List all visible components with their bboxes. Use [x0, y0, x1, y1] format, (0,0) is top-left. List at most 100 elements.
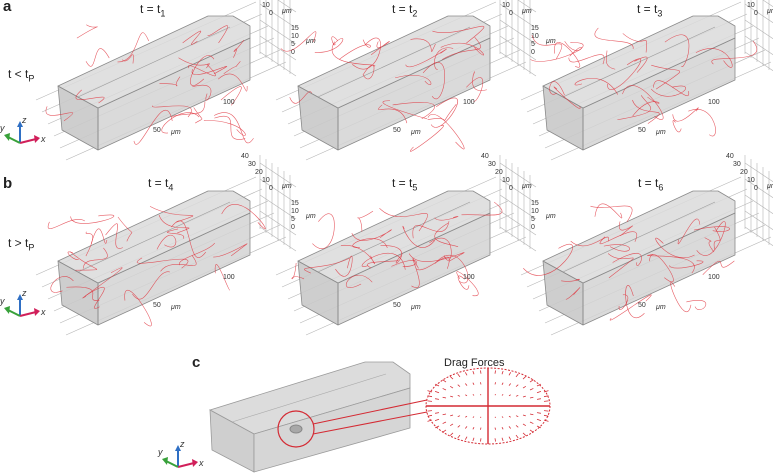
streamline — [672, 120, 682, 133]
streamline — [193, 107, 203, 124]
grid-line — [259, 194, 297, 220]
grid-line — [499, 19, 537, 45]
streamline — [570, 236, 609, 247]
drag-arrow — [442, 421, 447, 424]
drag-arrow — [449, 432, 454, 436]
tick-label-length: 100 — [223, 274, 235, 281]
tick-label-depth: 40 — [481, 153, 489, 160]
drag-arrow — [515, 394, 519, 397]
grid-line — [259, 178, 297, 204]
streamline — [440, 42, 484, 56]
tick-label-height: 5 — [291, 41, 295, 48]
tick-label-height: 15 — [531, 25, 539, 32]
drag-arrow — [501, 394, 504, 396]
grid-line — [744, 35, 773, 56]
drag-arrow — [501, 416, 504, 418]
drag-arrow — [427, 395, 433, 398]
drag-arrow — [508, 383, 511, 386]
grid-line — [259, 51, 297, 77]
streamline — [402, 226, 436, 248]
tick-label-length: 50 — [393, 127, 401, 134]
drag-arrow — [508, 372, 512, 376]
tick-label-depth: 20 — [255, 0, 263, 1]
grid-line — [744, 3, 773, 24]
streamline — [156, 234, 177, 250]
box-edge — [231, 373, 387, 423]
drag-arrow — [494, 438, 496, 442]
streamline — [357, 210, 374, 232]
streamline — [693, 226, 730, 232]
tick-label-depth: 20 — [740, 0, 748, 1]
streamline — [67, 251, 79, 260]
axis-triad-b: zxy — [0, 288, 46, 317]
drag-arrow — [529, 421, 534, 424]
unit-label: μm — [545, 213, 556, 220]
drag-arrow — [435, 398, 440, 400]
grid-line — [259, 226, 297, 252]
tick-label-length: 50 — [153, 302, 161, 309]
tick-label-depth: 0 — [269, 10, 273, 17]
drag-arrow — [480, 438, 482, 442]
streamline — [590, 205, 633, 223]
drag-arrow — [480, 393, 482, 396]
drag-arrow — [494, 427, 496, 430]
box-edge — [562, 201, 716, 273]
tick-label-depth: 30 — [733, 161, 741, 168]
tick-label-length: 100 — [463, 99, 475, 106]
streamline — [651, 64, 680, 90]
triad-y-axis — [165, 460, 179, 468]
streamline — [331, 36, 338, 46]
streamline — [90, 228, 108, 245]
streamline — [159, 76, 181, 87]
streamline — [190, 55, 215, 86]
unit-label: μm — [545, 38, 556, 45]
unit-label: μm — [766, 183, 773, 190]
triad-y-arrow — [4, 133, 10, 141]
streamline — [85, 286, 105, 309]
streamline — [686, 300, 707, 310]
drag-arrow — [494, 393, 496, 396]
drag-arrow — [536, 412, 541, 414]
drag-arrow — [536, 418, 542, 422]
streamline — [291, 262, 305, 280]
unit-label: μm — [170, 304, 181, 311]
particle — [289, 424, 303, 434]
tick-label-depth: 40 — [726, 153, 734, 160]
triad-y-label: y — [157, 447, 163, 457]
tick-label-depth: 20 — [255, 169, 263, 176]
unit-label: μm — [305, 38, 316, 45]
box-edge — [77, 26, 231, 98]
triad-z-arrow — [17, 121, 23, 127]
streamline — [456, 271, 479, 296]
drag-arrow — [522, 414, 526, 417]
streamline — [203, 120, 246, 136]
panel-c-box — [208, 361, 551, 473]
streamline — [688, 109, 716, 137]
drag-arrow — [434, 425, 440, 429]
grid-line — [499, 178, 537, 204]
streamline — [605, 50, 616, 70]
drag-arrow — [457, 384, 461, 387]
grid-line — [744, 162, 773, 183]
tick-label-height: 0 — [531, 49, 535, 56]
tick-label-depth: 40 — [241, 153, 249, 160]
unit-label: μm — [170, 129, 181, 136]
streamline — [632, 99, 660, 124]
streamline — [442, 36, 481, 60]
drag-arrow — [449, 376, 454, 380]
drag-arrow — [501, 382, 504, 386]
streamline — [304, 257, 350, 274]
drag-arrow — [442, 396, 447, 399]
grid-line — [259, 3, 297, 29]
tick-label-depth: 0 — [509, 185, 513, 192]
drag-arrow — [442, 379, 447, 383]
tick-label-depth: 0 — [509, 10, 513, 17]
streamline — [339, 39, 371, 60]
drag-arrow — [464, 372, 468, 376]
streamline — [314, 38, 344, 53]
triad-x-axis — [19, 311, 37, 317]
drag-arrow — [522, 395, 526, 398]
streamline — [634, 56, 648, 73]
streamline — [380, 245, 403, 264]
unit-label: μm — [305, 213, 316, 220]
